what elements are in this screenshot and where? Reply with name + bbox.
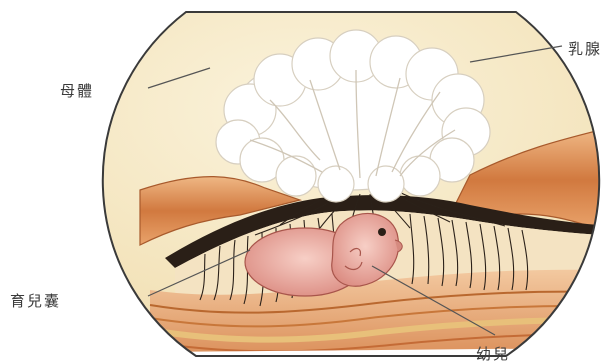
label-mother: 母體: [60, 80, 94, 101]
embryo-eye: [378, 228, 386, 236]
label-young: 幼兒: [476, 343, 510, 364]
label-mammary-gland: 乳腺: [568, 38, 602, 59]
label-brood-pouch: 育兒囊: [10, 290, 61, 311]
